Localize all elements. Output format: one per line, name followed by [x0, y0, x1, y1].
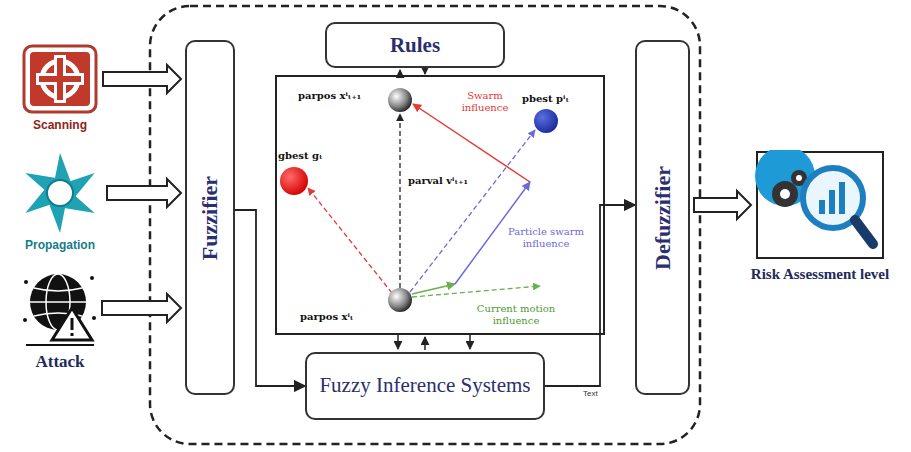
- icon-symbol: [755, 150, 885, 260]
- connector: [107, 179, 181, 207]
- icon-node: Scanning: [12, 44, 108, 132]
- connector: [694, 191, 751, 219]
- stage-box: Defuzzifier: [635, 40, 690, 395]
- connector: [235, 210, 305, 386]
- process-box: Rules: [325, 22, 505, 68]
- vector-label: parpos xⁱₜ₊₁: [298, 90, 361, 102]
- connector: [102, 294, 181, 322]
- process-box: Fuzzy Inference Systems: [305, 352, 545, 420]
- vector-label: Swarm influence: [456, 90, 514, 113]
- icon-symbol: [21, 44, 99, 114]
- icon-label: Scanning: [33, 118, 87, 132]
- box-label: Rules: [390, 33, 440, 58]
- connector: [103, 65, 181, 93]
- vector-label: gbest gₜ: [278, 150, 323, 162]
- icon-node: Attack: [14, 268, 106, 372]
- box-label: Fuzzifier: [197, 175, 223, 259]
- stage-box: Fuzzifier: [185, 40, 235, 395]
- icon-label: Risk Assessment level: [751, 266, 889, 283]
- icon-symbol: [22, 268, 98, 348]
- icon-label: Propagation: [25, 238, 95, 252]
- icon-node: Risk Assessment level: [730, 150, 910, 283]
- icon-node: Propagation: [8, 150, 112, 252]
- vector-label: Current motion influence: [470, 303, 562, 326]
- vector-label: Particle swarm influence: [506, 226, 586, 249]
- edge-label: Text: [582, 389, 599, 398]
- vector-label: parpos xⁱₜ: [300, 311, 354, 323]
- icon-symbol: [17, 150, 103, 236]
- vector-label: pbest pⁱₜ: [522, 93, 569, 105]
- icon-label: Attack: [35, 352, 84, 372]
- box-label: Fuzzy Inference Systems: [319, 374, 530, 397]
- vector-label: parval vⁱₜ₊₁: [408, 175, 468, 187]
- box-label: Defuzzifier: [650, 166, 676, 270]
